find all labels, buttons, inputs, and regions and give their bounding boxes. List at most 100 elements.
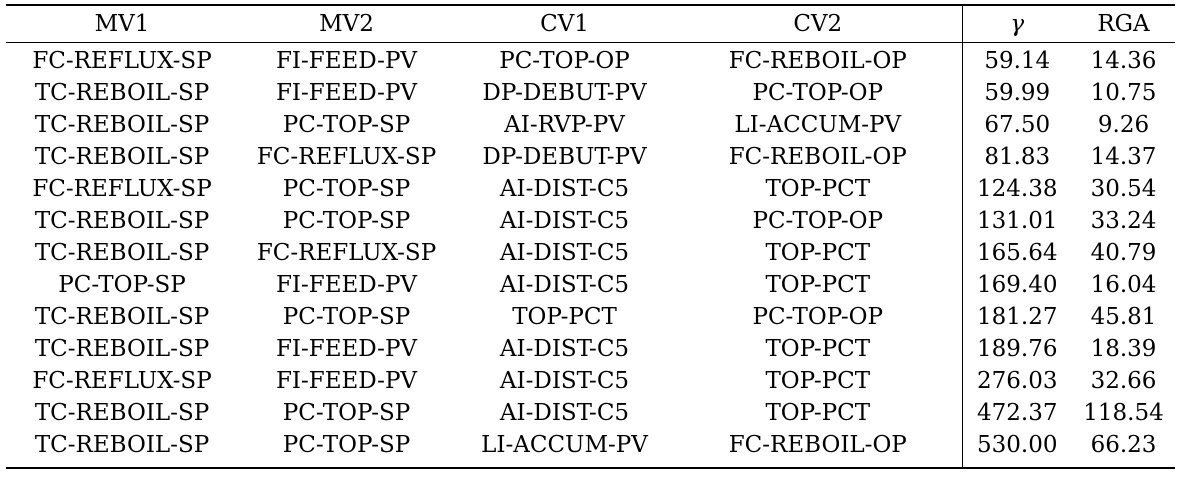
cell-gamma: 169.40 [961,269,1072,301]
cell-mv1: TC-REBOIL-SP [34,336,210,362]
table-row: FC-REFLUX-SP FI-FEED-PV AI-DIST-C5 TOP-PCT 2… [6,365,1175,397]
header-rga: RGA [1097,11,1150,37]
cell-mv1: TC-REBOIL-SP [34,304,210,330]
cell-mv2: PC-TOP-SP [282,304,411,330]
table-row: TC-REBOIL-SP FI-FEED-PV DP-DEBUT-PV PC-TOP-… [6,77,1175,109]
cell-gamma: 165.64 [961,237,1072,269]
cell-cv1: AI-DIST-C5 [499,240,630,266]
cell-cv2: FC-REBOIL-OP [728,432,907,458]
cell-mv2: PC-TOP-SP [282,112,411,138]
header-mv2: MV2 [319,11,374,37]
cell-rga: 18.39 [1090,336,1157,362]
cell-gamma: 530.00 [961,429,1072,468]
cell-gamma: 181.27 [961,301,1072,333]
cell-gamma: 189.76 [961,333,1072,365]
cell-cv1: AI-DIST-C5 [499,400,630,426]
cell-cv2: PC-TOP-OP [752,208,884,234]
cell-rga: 10.75 [1090,80,1157,106]
cell-mv2: PC-TOP-SP [282,208,411,234]
cell-mv1: FC-REFLUX-SP [32,176,212,202]
cell-rga: 118.54 [1083,400,1164,426]
cell-gamma: 59.99 [961,77,1072,109]
cell-rga: 33.24 [1090,208,1157,234]
cell-mv2: FC-REFLUX-SP [256,144,437,170]
cell-cv1: AI-DIST-C5 [499,336,630,362]
cell-cv2: TOP-PCT [765,272,871,298]
cell-rga: 40.79 [1090,240,1157,266]
results-table-container: MV1 MV2 CV1 CV2 γ RGA FC-REFLUX-SP FI-FEE… [6,4,1175,469]
cell-mv1: FC-REFLUX-SP [32,48,212,74]
cell-gamma: 81.83 [961,141,1072,173]
cell-cv1: AI-DIST-C5 [499,272,630,298]
table-row: PC-TOP-SP FI-FEED-PV AI-DIST-C5 TOP-PCT 169.… [6,269,1175,301]
cell-cv2: TOP-PCT [765,176,871,202]
header-cv1: CV1 [540,11,589,37]
cell-rga: 14.36 [1090,48,1157,74]
table-row: TC-REBOIL-SP FC-REFLUX-SP DP-DEBUT-PV FC-RE… [6,141,1175,173]
cell-rga: 66.23 [1090,432,1157,458]
header-gamma: γ [961,5,1072,43]
cell-mv2: FC-REFLUX-SP [256,240,437,266]
cell-cv1: AI-DIST-C5 [499,176,630,202]
cell-gamma: 59.14 [961,42,1072,77]
table-body: FC-REFLUX-SP FI-FEED-PV PC-TOP-OP FC-REBOIL… [6,42,1175,468]
header-row: MV1 MV2 CV1 CV2 γ RGA [6,5,1175,43]
table-row: FC-REFLUX-SP PC-TOP-SP AI-DIST-C5 TOP-PCT 12… [6,173,1175,205]
cell-cv2: TOP-PCT [765,336,871,362]
table-row: TC-REBOIL-SP FC-REFLUX-SP AI-DIST-C5 TOP-PC… [6,237,1175,269]
cell-mv1: TC-REBOIL-SP [34,432,210,458]
cell-cv2: TOP-PCT [765,240,871,266]
cell-cv1: AI-DIST-C5 [499,208,630,234]
cell-mv1: TC-REBOIL-SP [34,112,210,138]
cell-gamma: 131.01 [961,205,1072,237]
cell-mv2: FI-FEED-PV [275,272,418,298]
cell-mv1: FC-REFLUX-SP [32,368,212,394]
cell-mv1: TC-REBOIL-SP [34,240,210,266]
cell-mv2: FI-FEED-PV [275,80,418,106]
cell-mv2: PC-TOP-SP [282,432,411,458]
cell-mv2: FI-FEED-PV [275,368,418,394]
cell-gamma: 67.50 [961,109,1072,141]
cell-rga: 16.04 [1090,272,1157,298]
table-header: MV1 MV2 CV1 CV2 γ RGA [6,5,1175,43]
cell-cv1: AI-DIST-C5 [499,368,630,394]
cell-mv1: TC-REBOIL-SP [34,400,210,426]
cell-mv1: TC-REBOIL-SP [34,144,210,170]
cell-mv1: TC-REBOIL-SP [34,208,210,234]
cell-cv2: PC-TOP-OP [752,80,884,106]
cell-mv2: FI-FEED-PV [275,48,418,74]
cell-cv2: FC-REBOIL-OP [728,144,907,170]
cell-mv2: PC-TOP-SP [282,176,411,202]
cell-cv2: TOP-PCT [765,368,871,394]
cell-cv1: DP-DEBUT-PV [482,80,647,106]
cell-cv1: AI-RVP-PV [504,112,625,138]
cell-gamma: 124.38 [961,173,1072,205]
cell-cv1: PC-TOP-OP [499,48,630,74]
cell-cv1: LI-ACCUM-PV [481,432,648,458]
cell-mv2: FI-FEED-PV [275,336,418,362]
cell-cv2: FC-REBOIL-OP [728,48,907,74]
table-row: TC-REBOIL-SP FI-FEED-PV AI-DIST-C5 TOP-PCT 1… [6,333,1175,365]
cell-cv2: PC-TOP-OP [752,304,884,330]
cell-mv1: TC-REBOIL-SP [34,80,210,106]
cell-cv2: LI-ACCUM-PV [734,112,902,138]
table-row: TC-REBOIL-SP PC-TOP-SP LI-ACCUM-PV FC-REBOI… [6,429,1175,468]
cell-mv1: PC-TOP-SP [58,272,186,298]
table-row: FC-REFLUX-SP FI-FEED-PV PC-TOP-OP FC-REBOIL… [6,42,1175,77]
table-row: TC-REBOIL-SP PC-TOP-SP AI-DIST-C5 PC-TOP-OP… [6,205,1175,237]
cell-rga: 9.26 [1097,112,1150,138]
cell-rga: 45.81 [1090,304,1157,330]
cell-gamma: 276.03 [961,365,1072,397]
results-table: MV1 MV2 CV1 CV2 γ RGA FC-REFLUX-SP FI-FEE… [6,4,1175,469]
header-cv2: CV2 [793,11,843,37]
cell-gamma: 472.37 [961,397,1072,429]
cell-mv2: PC-TOP-SP [282,400,411,426]
cell-rga: 30.54 [1090,176,1157,202]
cell-rga: 32.66 [1090,368,1157,394]
cell-rga: 14.37 [1090,144,1157,170]
table-row: TC-REBOIL-SP PC-TOP-SP AI-RVP-PV LI-ACCUM-P… [6,109,1175,141]
cell-cv1: DP-DEBUT-PV [482,144,647,170]
header-mv1: MV1 [94,11,150,37]
